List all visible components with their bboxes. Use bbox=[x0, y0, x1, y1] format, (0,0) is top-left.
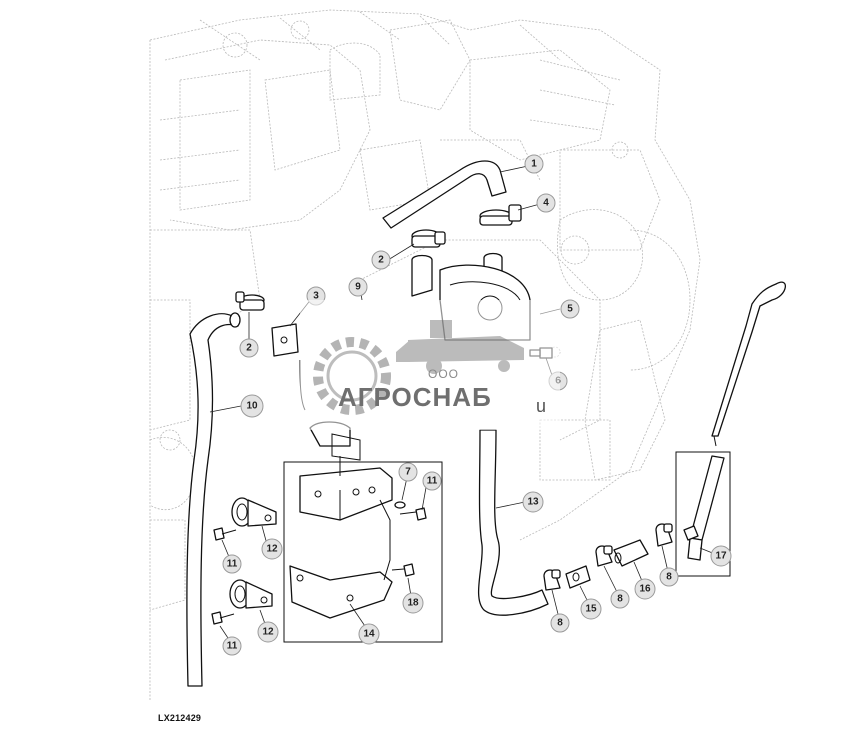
clamp-2-left bbox=[235, 291, 265, 311]
watermark-company: ООО bbox=[428, 367, 460, 381]
svg-text:18: 18 bbox=[407, 598, 419, 609]
clamp-8-b bbox=[595, 545, 613, 567]
svg-text:2: 2 bbox=[246, 343, 252, 354]
svg-text:5: 5 bbox=[567, 304, 573, 315]
callout-12-lower: 12 bbox=[257, 621, 279, 643]
fittings-row bbox=[543, 281, 786, 591]
callout-17: 17 bbox=[710, 545, 732, 567]
callout-5: 5 bbox=[560, 299, 580, 319]
callout-10: 10 bbox=[240, 394, 264, 418]
clamp-12-lower bbox=[229, 579, 273, 609]
svg-text:14: 14 bbox=[363, 629, 375, 640]
bracket-upper bbox=[299, 467, 393, 521]
figure-id-label: LX212429 bbox=[158, 713, 202, 723]
hose-1 bbox=[382, 160, 507, 229]
harvester-icon bbox=[396, 320, 524, 374]
hose-10 bbox=[186, 313, 239, 687]
callout-14: 14 bbox=[358, 623, 380, 645]
svg-text:17: 17 bbox=[715, 551, 727, 562]
clamp-8-a bbox=[543, 569, 561, 591]
svg-text:4: 4 bbox=[543, 198, 549, 209]
plate-3 bbox=[271, 323, 299, 357]
svg-text:11: 11 bbox=[227, 641, 238, 652]
gear-icon bbox=[313, 337, 391, 415]
dipstick-tube-17 bbox=[675, 451, 731, 577]
clamp-2-upper bbox=[411, 229, 446, 248]
callout-12-upper: 12 bbox=[261, 538, 283, 560]
callout-15: 15 bbox=[580, 598, 602, 620]
callout-18: 18 bbox=[402, 592, 424, 614]
svg-text:11: 11 bbox=[227, 559, 238, 570]
svg-text:8: 8 bbox=[617, 594, 623, 605]
svg-text:9: 9 bbox=[355, 282, 361, 293]
callout-13: 13 bbox=[522, 491, 544, 513]
tube-16 bbox=[613, 539, 649, 567]
svg-text:16: 16 bbox=[639, 584, 651, 595]
connector-15 bbox=[565, 565, 591, 589]
callout-2-upper: 2 bbox=[371, 250, 391, 270]
bolts bbox=[211, 501, 427, 625]
svg-text:10: 10 bbox=[246, 401, 258, 412]
callout-11-a: 11 bbox=[222, 554, 242, 574]
watermark-logo bbox=[300, 300, 560, 430]
callout-16: 16 bbox=[634, 578, 656, 600]
clamp-4 bbox=[479, 204, 522, 226]
svg-text:13: 13 bbox=[527, 497, 539, 508]
svg-text:11: 11 bbox=[427, 476, 438, 487]
svg-text:3: 3 bbox=[313, 291, 319, 302]
callout-4: 4 bbox=[536, 193, 556, 213]
callout-7: 7 bbox=[398, 462, 418, 482]
svg-text:8: 8 bbox=[557, 618, 563, 629]
svg-text:8: 8 bbox=[666, 572, 672, 583]
clamp-12-upper bbox=[231, 497, 277, 527]
watermark-suffix: u bbox=[536, 396, 547, 416]
callout-11-c: 11 bbox=[422, 471, 442, 491]
bracket-lower bbox=[289, 565, 393, 619]
callout-8-b: 8 bbox=[610, 589, 630, 609]
hose-13 bbox=[477, 429, 549, 616]
bracket-subassembly bbox=[283, 433, 443, 643]
dipstick bbox=[711, 281, 786, 437]
callout-8-c: 8 bbox=[659, 567, 679, 587]
callout-1: 1 bbox=[524, 154, 544, 174]
svg-text:1: 1 bbox=[531, 159, 537, 170]
callout-11-b: 11 bbox=[222, 636, 242, 656]
svg-text:12: 12 bbox=[266, 544, 278, 555]
svg-text:7: 7 bbox=[405, 467, 411, 478]
callout-2-left: 2 bbox=[239, 338, 259, 358]
watermark-brand: АГРОСНАБ bbox=[338, 382, 492, 412]
clamp-8-c bbox=[655, 523, 673, 547]
svg-text:2: 2 bbox=[378, 255, 384, 266]
svg-text:12: 12 bbox=[262, 627, 274, 638]
svg-text:15: 15 bbox=[585, 604, 597, 615]
callout-8-a: 8 bbox=[550, 613, 570, 633]
callout-9: 9 bbox=[348, 277, 368, 297]
